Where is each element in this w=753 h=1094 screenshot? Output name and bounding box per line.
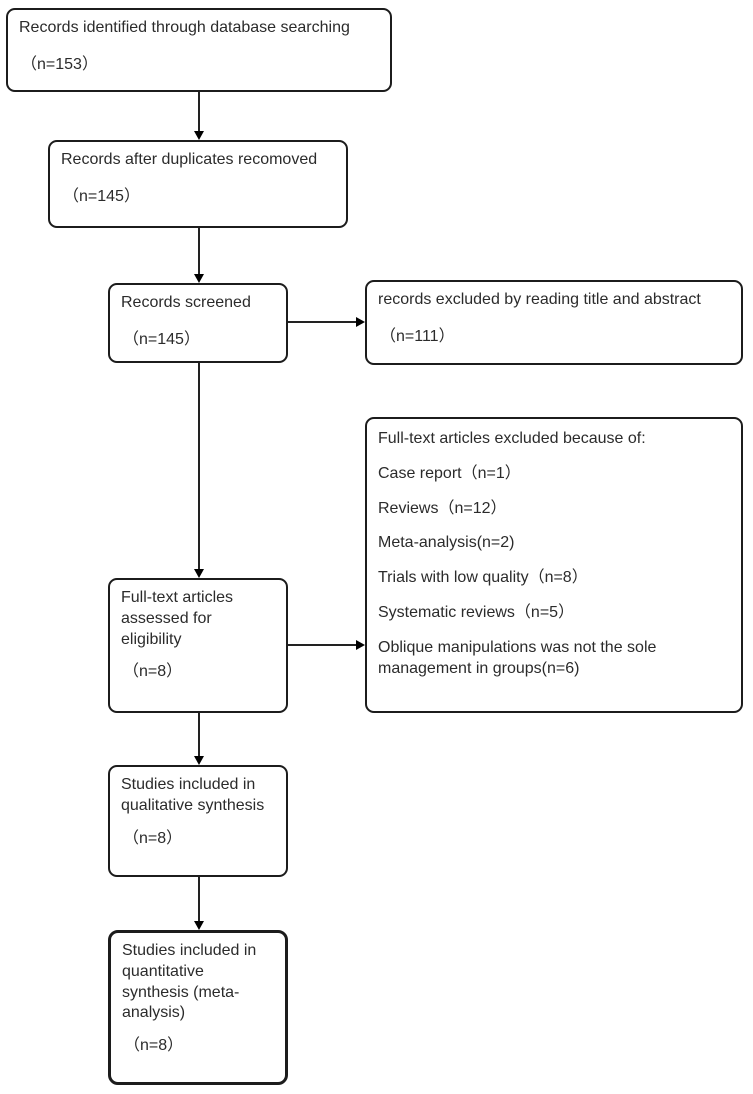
box-qualitative-synthesis: Studies included in qualitative synthesi… (108, 765, 288, 877)
box-records-identified: Records identified through database sear… (6, 8, 392, 92)
arrow-screened-to-fulltext (194, 363, 204, 578)
box-fulltext-excluded-reasons: Full-text articles excluded because of: … (365, 417, 743, 713)
arrowhead-right-icon (356, 640, 365, 650)
arrow-duplicates-to-screened (194, 228, 204, 283)
fulltext-excluded-reason: Reviews（n=12） (378, 499, 507, 517)
box-quantitative-synthesis-text: Studies included in quantitative synthes… (122, 942, 257, 1022)
box-quantitative-synthesis-count: （n=8） (124, 1037, 184, 1055)
box-quantitative-synthesis: Studies included in quantitative synthes… (108, 930, 288, 1085)
box-duplicates-removed: Records after duplicates recomoved （n=14… (48, 140, 348, 228)
box-excluded-title-abstract: records excluded by reading title and ab… (365, 280, 743, 365)
box-records-screened: Records screened （n=145） (108, 283, 288, 363)
arrowhead-down-icon (194, 131, 204, 140)
box-excluded-title-abstract-count: （n=111） (380, 327, 455, 345)
fulltext-excluded-reason: Oblique manipulations was not the sole m… (378, 638, 657, 677)
arrowhead-down-icon (194, 921, 204, 930)
fulltext-excluded-reason: Trials with low quality（n=8） (378, 569, 588, 587)
arrow-qualitative-to-quantitative (194, 877, 204, 930)
box-records-screened-count: （n=145） (123, 330, 200, 348)
arrow-fulltext-to-qualitative (194, 713, 204, 765)
arrow-fulltext-to-excluded-reasons (288, 640, 365, 650)
arrow-screened-to-excluded (288, 317, 365, 327)
fulltext-excluded-header: Full-text articles excluded because of: (378, 430, 646, 447)
box-duplicates-removed-count: （n=145） (63, 187, 140, 205)
box-records-identified-text: Records identified through database sear… (19, 19, 350, 36)
box-records-screened-text: Records screened (121, 294, 251, 311)
arrowhead-down-icon (194, 756, 204, 765)
box-excluded-title-abstract-text: records excluded by reading title and ab… (378, 291, 701, 308)
arrowhead-down-icon (194, 274, 204, 283)
fulltext-excluded-reason: Meta-analysis(n=2) (378, 534, 515, 552)
arrowhead-down-icon (194, 569, 204, 578)
box-qualitative-synthesis-text: Studies included in qualitative synthesi… (121, 776, 265, 814)
box-fulltext-assessed: Full-text articles assessed for eligibil… (108, 578, 288, 713)
box-fulltext-assessed-count: （n=8） (123, 663, 183, 681)
box-fulltext-assessed-text: Full-text articles assessed for eligibil… (121, 589, 234, 648)
box-duplicates-removed-text: Records after duplicates recomoved (61, 151, 318, 168)
box-records-identified-count: （n=153） (21, 55, 98, 73)
arrow-identified-to-duplicates (194, 92, 204, 140)
box-qualitative-synthesis-count: （n=8） (123, 829, 183, 847)
arrowhead-right-icon (356, 317, 365, 327)
fulltext-excluded-reason: Case report（n=1） (378, 464, 521, 482)
fulltext-excluded-reason: Systematic reviews（n=5） (378, 603, 575, 621)
